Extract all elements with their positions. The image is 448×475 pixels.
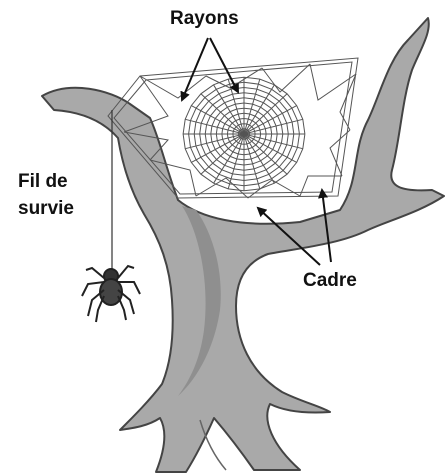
rayons-arrow-right [210, 38, 238, 92]
tree [42, 18, 444, 472]
frame-label: Cadre [303, 267, 357, 294]
web-radials [183, 77, 305, 191]
survival-thread-label-line1: Fil de [18, 168, 74, 195]
tree-trunk-and-branches [42, 18, 444, 472]
survival-thread-label-line2: survie [18, 195, 74, 222]
survival-thread-label: Fil de survie [18, 168, 74, 222]
spider [82, 266, 140, 322]
rayons-label: Rayons [170, 5, 239, 32]
rayons-arrow-left [182, 38, 208, 100]
